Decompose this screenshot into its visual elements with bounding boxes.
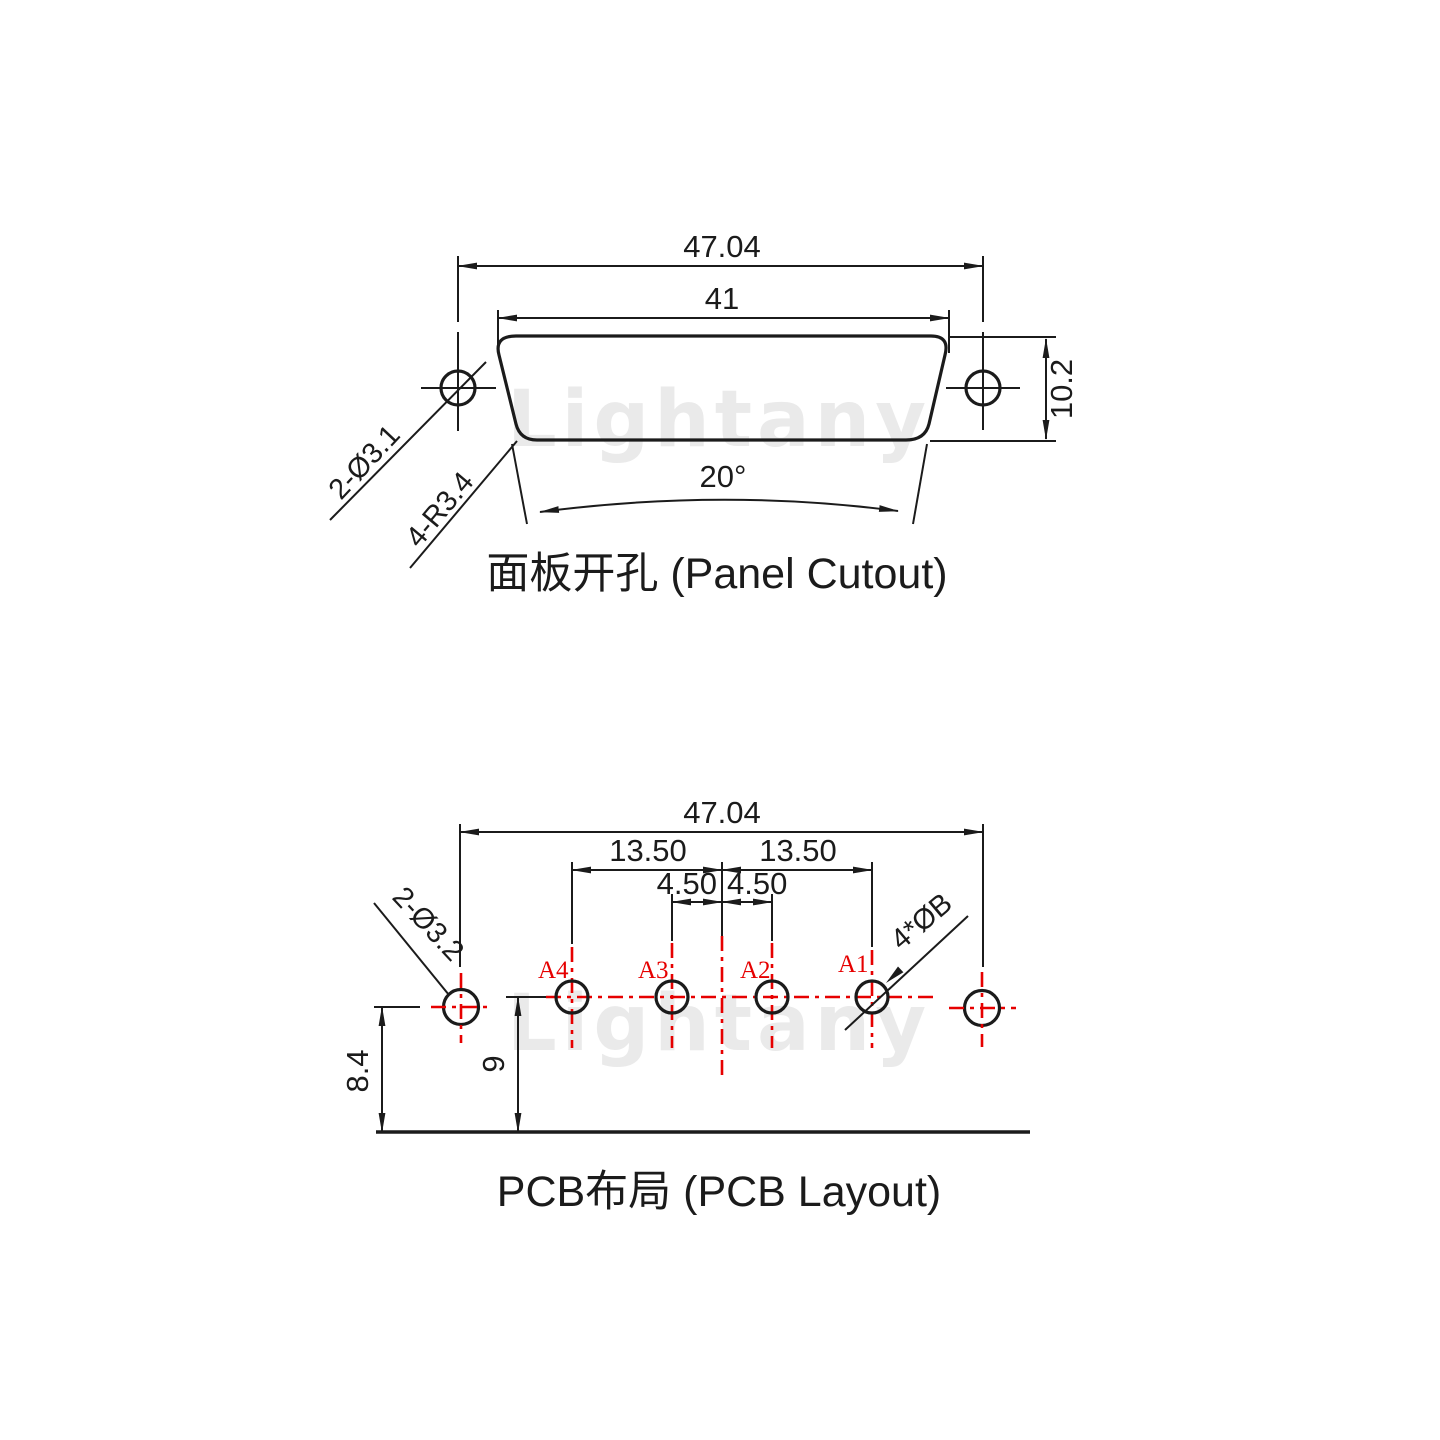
watermark-text: Lightany (507, 979, 931, 1069)
panel-cutout-drawing: 47.04 41 10.2 2-Ø3.1 4-R3.4 20° 面板开孔 (Pa… (323, 229, 1079, 598)
leader-line-mount-holes (329, 361, 487, 521)
pin-hole-a2 (754, 979, 790, 1015)
dim-label-47-04: 47.04 (683, 795, 761, 830)
dim-label-10-2: 10.2 (1044, 359, 1079, 419)
angle-extension-line (511, 443, 528, 525)
dim-label-4-50-right: 4.50 (727, 866, 787, 901)
angle-extension-line (912, 443, 928, 525)
leader-arrowhead (886, 966, 904, 983)
pin-hole-a1 (854, 979, 890, 1015)
pin-label-a4: A4 (538, 957, 569, 984)
dim-label-47-04: 47.04 (683, 229, 761, 264)
cutout-outline (496, 334, 948, 442)
pin-label-a1: A1 (838, 951, 869, 978)
dim-label-13-50-right: 13.50 (759, 833, 837, 868)
pin-label-a2: A2 (740, 957, 771, 984)
pin-label-a3: A3 (638, 957, 669, 984)
dim-label-8-4: 8.4 (340, 1049, 375, 1092)
watermark-text: Lightany (507, 375, 931, 465)
dim-label-41: 41 (705, 281, 739, 316)
label-mount-holes: 2-Ø3.2 (386, 881, 470, 968)
angle-arc (539, 498, 899, 513)
dim-label-9: 9 (476, 1055, 511, 1072)
dim-label-20deg: 20° (700, 459, 747, 494)
leader-line-mount-holes (373, 902, 450, 996)
label-mount-holes: 2-Ø3.1 (323, 419, 407, 506)
leader-line-corner-radius (409, 440, 518, 569)
pin-hole-a4 (554, 979, 590, 1015)
label-pin-holes: 4*ØB (885, 887, 959, 956)
label-corner-radius: 4-R3.4 (400, 466, 480, 553)
pcb-layout-title: PCB布局 (PCB Layout) (497, 1168, 941, 1216)
leader-line-pin-holes (844, 915, 969, 1031)
panel-cutout-title: 面板开孔 (Panel Cutout) (486, 550, 947, 598)
pin-hole-a3 (654, 979, 690, 1015)
dim-label-13-50-left: 13.50 (609, 833, 687, 868)
pcb-layout-drawing: 47.04 13.50 13.50 4.50 4.50 A4 A3 A2 A1 (340, 795, 1030, 1216)
dim-label-4-50-left: 4.50 (657, 866, 717, 901)
